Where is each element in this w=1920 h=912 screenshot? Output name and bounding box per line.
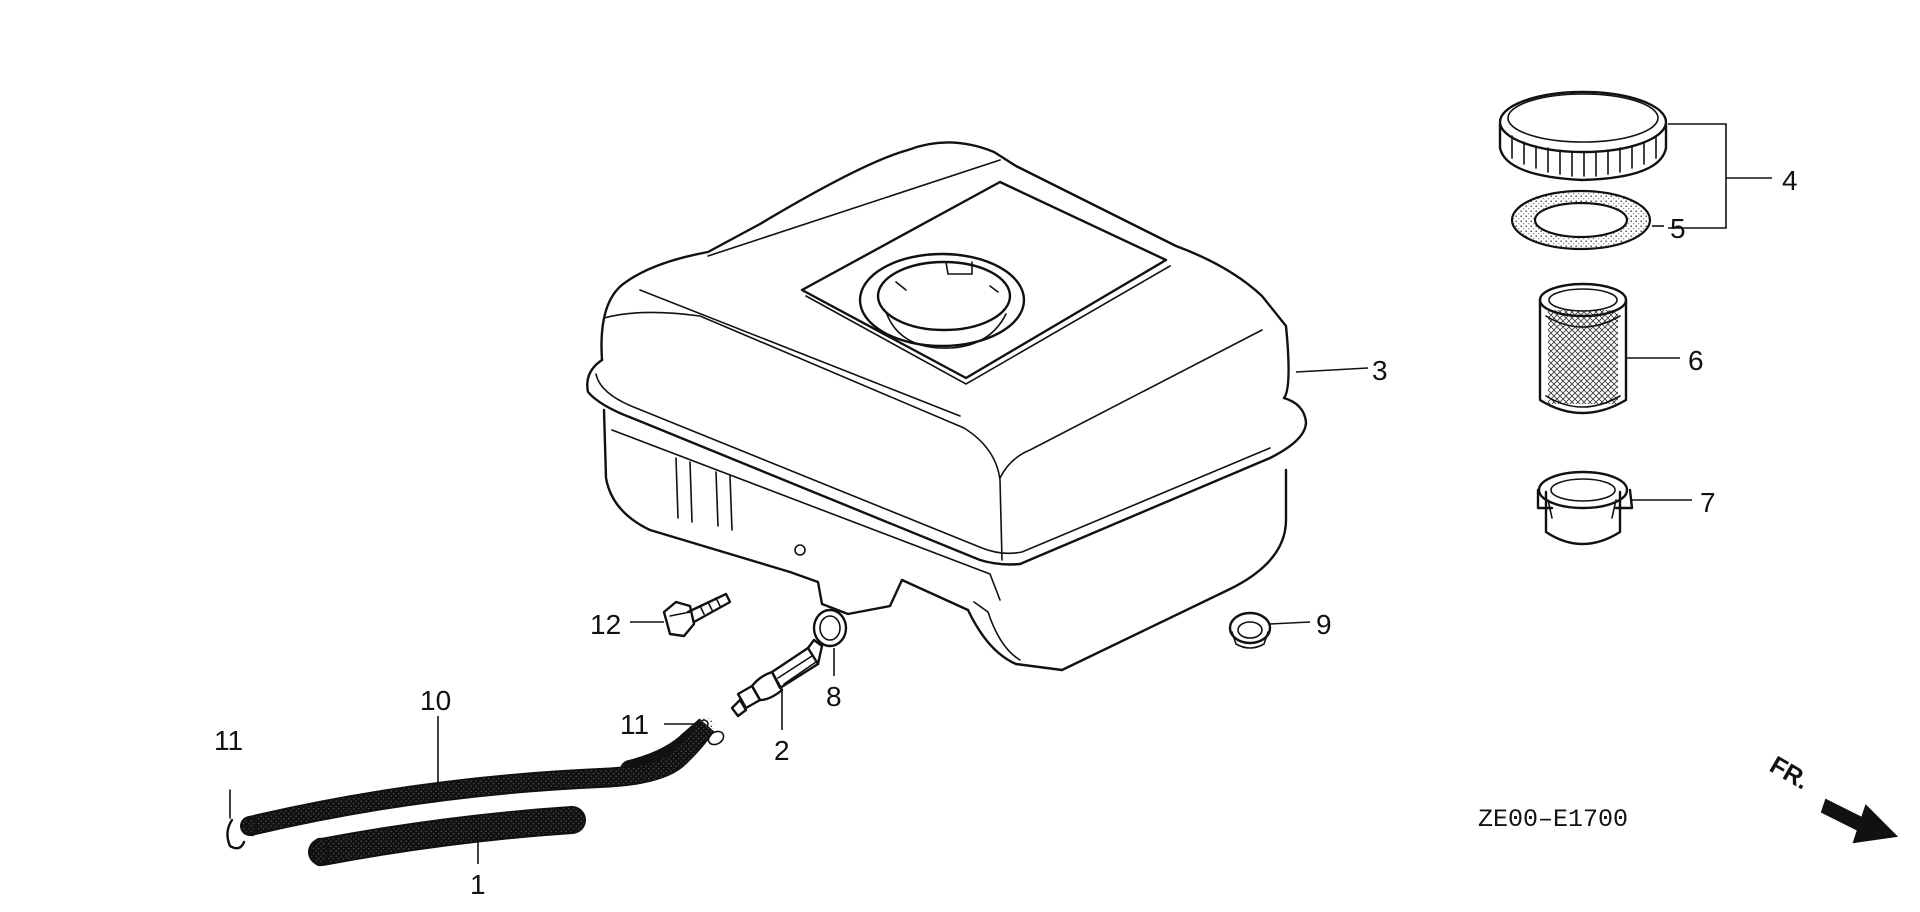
callout-5: 5: [1670, 213, 1686, 244]
callout-8: 8: [826, 681, 842, 712]
callout-4: 4: [1782, 165, 1798, 196]
fuel-strainer: [1538, 282, 1628, 415]
callout-9: 9: [1316, 609, 1332, 640]
front-label: FR.: [1765, 751, 1814, 795]
diagram-code: ZE00–E1700: [1478, 805, 1628, 834]
callout-10: 10: [420, 685, 451, 716]
fuel-cap: [1498, 90, 1668, 182]
fuel-tank: [586, 141, 1308, 672]
fuel-cock: [699, 638, 824, 746]
arrow-icon: [1820, 798, 1899, 844]
callout-12: 12: [590, 609, 621, 640]
callout-6: 6: [1688, 345, 1704, 376]
leader-lines: [437, 123, 1772, 864]
callout-2: 2: [774, 735, 790, 766]
callout-11-right: 11: [620, 709, 649, 740]
o-ring: [812, 608, 848, 648]
flange-bolt: [662, 592, 732, 638]
front-arrow: FR.: [1765, 751, 1899, 844]
cap-gasket: [1510, 189, 1652, 251]
hose-clip: [226, 789, 246, 850]
callout-7: 7: [1700, 487, 1716, 518]
callout-11-left: 11: [214, 725, 243, 756]
fuel-tube: [240, 718, 715, 837]
drain-plug: [1228, 611, 1272, 649]
strainer-holder: [1536, 470, 1634, 546]
hose: [308, 806, 586, 867]
callout-1: 1: [470, 869, 486, 900]
callout-3: 3: [1372, 355, 1388, 386]
